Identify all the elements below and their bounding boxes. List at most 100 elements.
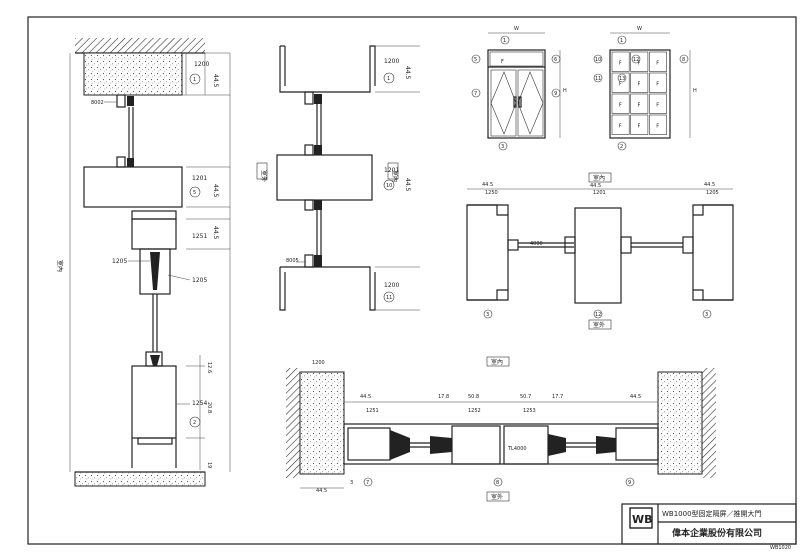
fixed-callout-10: 10 [595,57,601,63]
door-callout-6: 6 [554,57,557,63]
dim-d1: 44.5 [212,74,219,88]
fixed-panel-label: F [638,103,641,109]
fixed-panel-cell [611,72,630,93]
label-bottom: 1254 [192,400,207,407]
door-fix-label: F [501,59,504,65]
top-lintel [83,52,183,96]
drawing-number: WB1020 [770,545,791,551]
dp-callout-7: 7 [366,480,369,486]
wb-logo-text: WB [632,513,653,526]
fp-dim-2: 44.5 [590,183,601,189]
left-side-label: 室內 [56,260,64,272]
title-block: WB WB1000型固定隔屏／推開大門 偉本企業股份有限公司 WB1020 [621,503,797,551]
callout-5-text: 5 [193,190,196,196]
label-low1: 1251 [192,233,207,240]
mid-dim-2: 44.5 [404,178,411,192]
fp-callout-3b: 3 [705,312,708,318]
mid-vertical-section: 1200 44.5 1 1201 44.5 10 室外 室內 8005 1200… [256,45,420,311]
fixed-panel-label: F [619,82,622,88]
fp-label-1201: 1201 [593,190,606,196]
dim-d5: 20.8 [206,402,212,413]
dp-dim-6: 44.5 [316,488,327,494]
fixed-panel-cell [630,114,649,135]
mid-dim-1: 44.5 [404,66,411,80]
fp-callout-3: 3 [486,312,489,318]
fixed-panel-cell [630,51,649,72]
fixed-panel-cell [611,51,630,72]
dim-d2: 44.5 [212,184,219,198]
callout-2-text: 2 [193,420,196,426]
fixed-panel-label: F [656,124,659,130]
dim-d6: 19 [206,462,212,468]
left-vertical-section: 1200 44.5 1 8002 1201 44.5 5 1251 44.5 1… [56,38,231,487]
fixed-panel-cell [630,72,649,93]
mid-label-bottom: 1200 [384,282,399,289]
door-callout-5: 5 [474,57,477,63]
fixed-panel-label: F [638,82,641,88]
fixed-height: H [693,88,697,94]
fixed-panel-cell [611,93,630,114]
dp-dim-0: 44.5 [360,394,371,400]
wb-logo [629,507,653,529]
fp-top-label: 室內 [593,174,605,182]
dp-label-tl4000: TL4000 [507,446,527,452]
mid-label-gasket: 8005 [286,258,299,264]
fixed-callout-8: 8 [682,57,685,63]
fixed-panel-cell [649,51,667,72]
door-callout-3: 3 [501,144,504,150]
fixed-panel-cell [611,114,630,135]
drawing-title: WB1000型固定隔屏／推開大門 [662,509,762,518]
label-gasket: 8002 [91,100,104,106]
mid-callout-11: 11 [386,295,392,301]
fixed-panel-label: F [656,103,659,109]
door-plan: 室內 1200 44.5 17.8 50.8 50.7 17.7 44.5 12… [286,356,716,502]
fixed-panel-label: F [619,61,622,67]
dp-left-wall [299,371,345,475]
mid-label-mid: 1201 [384,167,399,174]
dp-label-1253: 1253 [523,408,536,414]
fp-dim-1: 44.5 [482,182,493,188]
mid-transom [276,154,373,201]
fp-bottom-label: 室外 [593,321,605,329]
mid-transom [83,166,183,208]
dim-d3: 44.5 [212,226,219,240]
door-width: W [514,26,519,32]
mid-side-right: 室內 [391,170,399,182]
mid-label-top: 1200 [384,58,399,65]
fixed-callout-1: 1 [620,38,623,44]
door-callout-9: 9 [554,91,557,97]
fixed-panel-label: F [619,124,622,130]
fixed-plan: 室內 44.5 44.5 44.5 1250 1201 1205 4000 3 … [466,172,734,330]
company-name: 偉本企業股份有限公司 [672,527,762,539]
fp-label-4000: 4000 [530,241,543,247]
mid-callout-1: 1 [387,76,390,82]
fixed-panel-label: F [656,82,659,88]
label-mid: 1201 [192,175,207,182]
callout-1 [189,73,201,85]
fp-dim-3: 44.5 [704,182,715,188]
callout-1-text: 1 [193,77,196,83]
mid-side-left: 室外 [260,170,268,182]
dp-dim-4: 17.7 [552,394,563,400]
fixed-callout-11: 11 [595,76,601,82]
dp-dim-2: 50.8 [468,394,479,400]
fp-callout-12: 12 [595,312,601,318]
fixed-callout-13: 13 [619,76,625,82]
top-wall-hatch [75,38,205,53]
dim-d4: 12.6 [206,362,212,373]
bottom-rail [131,365,177,439]
label-sash: 1205 [112,258,127,265]
fixed-panel-label: F [656,61,659,67]
fp-label-1205: 1205 [706,190,719,196]
dp-dim-7: 3 [350,480,353,486]
fixed-panel-cell [649,114,667,135]
door-callout-1: 1 [503,38,506,44]
dp-label-1251: 1251 [366,408,379,414]
door-callout-7: 7 [474,91,477,97]
label-top: 1200 [194,61,209,68]
label-1205: 1205 [192,277,207,284]
fp-label-1250: 1250 [485,190,498,196]
mid-callout-10: 10 [386,183,392,189]
